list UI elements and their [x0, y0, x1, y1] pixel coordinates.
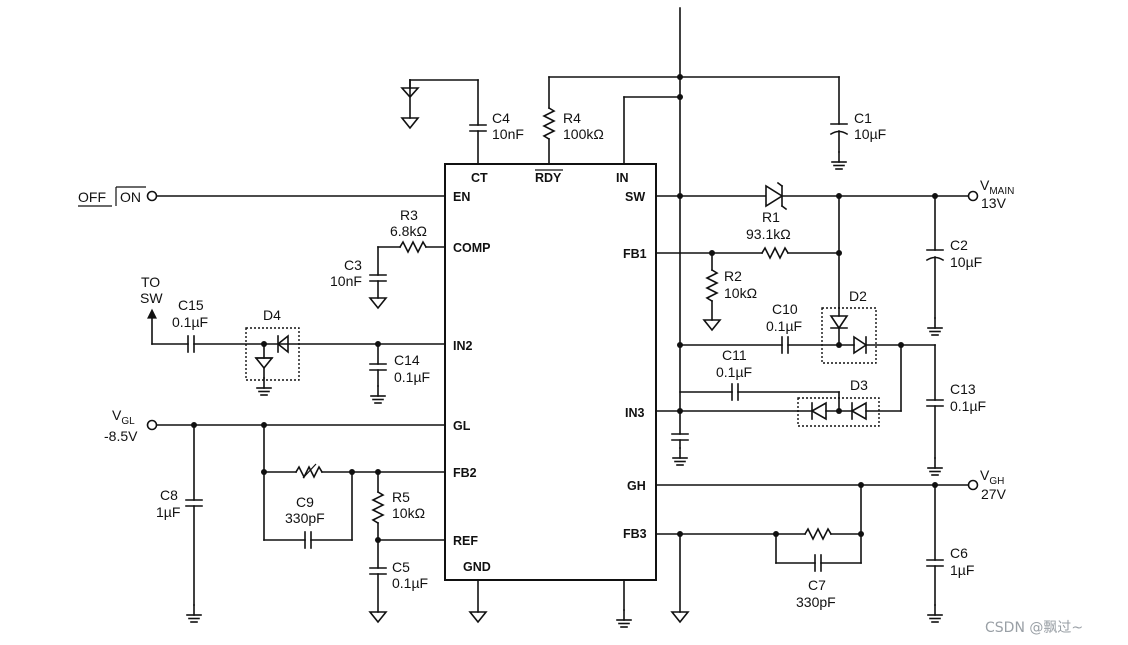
r5-value: 10kΩ: [392, 505, 425, 521]
r3-value: 6.8kΩ: [390, 223, 427, 239]
c11-label: C11: [722, 347, 747, 363]
c15-value: 0.1µF: [172, 314, 208, 330]
c15-label: C15: [178, 297, 204, 313]
c10-label: C10: [772, 301, 798, 317]
svg-text:VGH: VGH: [980, 467, 1004, 487]
vmain-v: V: [980, 177, 990, 193]
watermark: CSDN @飘过~: [985, 620, 1083, 636]
c5-label: C5: [392, 559, 410, 575]
vgl-section: VGL -8.5V C8 1µF C9 330pF R5: [104, 407, 488, 624]
r3-label: R3: [400, 207, 418, 223]
pin-gl: GL: [453, 419, 471, 433]
c9-label: C9: [296, 494, 314, 510]
c7-value: 330pF: [796, 594, 836, 610]
c4-label: C4: [492, 110, 510, 126]
c9-value: 330pF: [285, 510, 325, 526]
vgh-terminal[interactable]: [967, 479, 979, 491]
pin-fb2: FB2: [453, 466, 477, 480]
top-supply-section: C1 10µF R4 100kΩ C4 10nF: [400, 7, 886, 199]
vmain-terminal[interactable]: [967, 190, 979, 202]
vmain-section: VMAIN 13V C2 10µF R1 93.1kΩ R2 10kΩ: [655, 177, 1014, 336]
r2-value: 10kΩ: [724, 285, 757, 301]
c11-value: 0.1µF: [716, 364, 752, 380]
c2-label: C2: [950, 237, 968, 253]
pin-in2: IN2: [453, 339, 473, 353]
c13-label: C13: [950, 381, 976, 397]
pin-ct: CT: [471, 171, 488, 185]
svg-text:VMAIN: VMAIN: [980, 177, 1014, 197]
to-sw-line2: SW: [140, 290, 163, 306]
r1-value: 93.1kΩ: [746, 226, 791, 242]
to-sw-line1: TO: [141, 274, 160, 290]
in2-network: TO SW C15 0.1µF D4 C14 0.1µF: [140, 274, 446, 404]
c8-value: 1µF: [156, 504, 180, 520]
c14-label: C14: [394, 352, 420, 368]
vgl-v: V: [112, 407, 122, 423]
pin-fb3: FB3: [623, 527, 647, 541]
charge-pump: D2 C10 0.1µF C13 0.1µF C11: [655, 195, 986, 476]
enable-input[interactable]: OFF ON: [78, 186, 446, 207]
controller-ic: CT RDY IN EN COMP IN2 GL FB2 REF GND SW …: [444, 163, 657, 581]
vgh-v: V: [980, 467, 990, 483]
d4-label: D4: [263, 307, 281, 323]
d2-label: D2: [849, 288, 867, 304]
pin-in3: IN3: [625, 406, 645, 420]
pin-en: EN: [453, 190, 470, 204]
r4-label: R4: [563, 110, 581, 126]
c6-label: C6: [950, 545, 968, 561]
pin-comp: COMP: [453, 241, 491, 255]
pin-in: IN: [616, 171, 629, 185]
c1-label: C1: [854, 110, 872, 126]
pin-sw: SW: [625, 190, 645, 204]
c3-value: 10nF: [330, 273, 362, 289]
c8-label: C8: [160, 487, 178, 503]
c10-value: 0.1µF: [766, 318, 802, 334]
comp-network: R3 6.8kΩ C3 10nF: [330, 207, 446, 310]
pin-gh: GH: [627, 479, 646, 493]
r4-value: 100kΩ: [563, 126, 604, 142]
vgl-sub: GL: [121, 416, 135, 427]
c1-value: 10µF: [854, 126, 886, 142]
vmain-sub: MAIN: [989, 186, 1014, 197]
pin-fb1: FB1: [623, 247, 647, 261]
vgl-value: -8.5V: [104, 428, 138, 444]
c6-value: 1µF: [950, 562, 974, 578]
c5-value: 0.1µF: [392, 575, 428, 591]
vgh-value: 27V: [981, 486, 1007, 502]
vgl-terminal[interactable]: [146, 419, 158, 431]
off-label: OFF: [78, 189, 106, 205]
pin-ref: REF: [453, 534, 478, 548]
d3-label: D3: [850, 377, 868, 393]
c3-label: C3: [344, 257, 362, 273]
c4-value: 10nF: [492, 126, 524, 142]
r5-label: R5: [392, 489, 410, 505]
svg-text:VGL: VGL: [112, 407, 135, 427]
r2-label: R2: [724, 268, 742, 284]
pin-rdy: RDY: [535, 171, 562, 185]
c13-value: 0.1µF: [950, 398, 986, 414]
on-label: ON: [120, 189, 141, 205]
vgh-section: VGH 27V C6 1µF C7 330pF: [616, 467, 1007, 628]
r1-label: R1: [762, 209, 780, 225]
c7-label: C7: [808, 577, 826, 593]
vmain-value: 13V: [981, 195, 1007, 211]
c2-value: 10µF: [950, 254, 982, 270]
vgh-sub: GH: [989, 476, 1004, 487]
pin-gnd: GND: [463, 560, 491, 574]
c14-value: 0.1µF: [394, 369, 430, 385]
